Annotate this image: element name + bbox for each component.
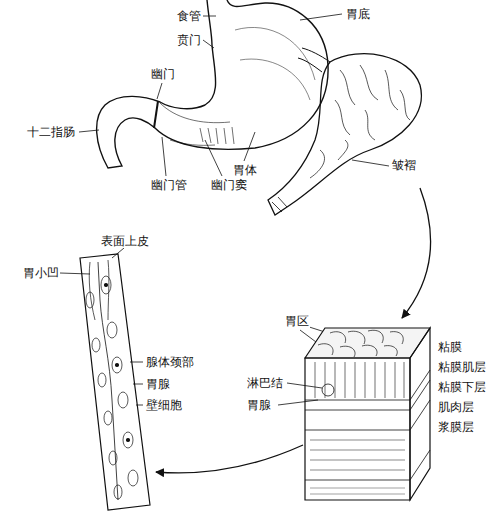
leader-line xyxy=(300,14,342,20)
part-label: 幽门窦 xyxy=(210,178,248,192)
tissue-block xyxy=(315,362,404,398)
part-label: 贲门 xyxy=(176,33,202,47)
part-label: 淋巴结 xyxy=(246,376,284,390)
stomach-outline xyxy=(200,127,234,144)
gastric-gland xyxy=(127,439,130,442)
part-label: 壁细胞 xyxy=(145,398,183,412)
gastric-gland xyxy=(105,284,108,287)
tissue-block xyxy=(322,384,334,396)
part-label: 食管 xyxy=(176,9,202,23)
part-label: 表面上皮 xyxy=(100,234,150,248)
gastric-gland xyxy=(114,485,122,499)
part-label: 胃腺 xyxy=(145,377,171,391)
gastric-gland xyxy=(116,364,119,367)
stomach-outline xyxy=(97,0,328,168)
tissue-block xyxy=(305,370,430,480)
leader-line xyxy=(203,16,216,17)
tissue-block xyxy=(310,440,405,470)
gastric-gland xyxy=(80,254,150,510)
gastric-gland xyxy=(112,357,122,373)
gastric-gland xyxy=(109,451,117,465)
tissue-block xyxy=(305,358,410,500)
leader-line xyxy=(157,83,162,99)
gastric-gland xyxy=(107,322,117,338)
gastric-gland xyxy=(98,262,118,500)
stomach-outline xyxy=(160,103,230,123)
tissue-block xyxy=(305,328,430,500)
leader-line xyxy=(79,130,99,132)
flow-arrow xyxy=(156,445,303,473)
part-label: 十二指肠 xyxy=(26,125,76,139)
leader-line xyxy=(162,137,166,176)
gastric-gland xyxy=(118,392,128,408)
flow-arrow xyxy=(402,188,431,318)
leader-line xyxy=(205,140,222,176)
leader-line xyxy=(244,132,255,161)
leader-line xyxy=(278,400,318,405)
gastric-gland xyxy=(89,260,109,320)
tissue-block xyxy=(318,330,403,357)
tissue-block xyxy=(305,328,430,358)
gastric-gland xyxy=(86,292,94,308)
part-label: 胃底 xyxy=(345,7,371,21)
opened-stomach xyxy=(298,48,330,72)
part-label: 幽门管 xyxy=(150,178,188,192)
part-label: 皱褶 xyxy=(391,158,417,172)
opened-stomach xyxy=(272,197,287,212)
stomach-outline xyxy=(154,101,158,128)
tissue-block xyxy=(410,328,430,500)
part-label: 胃体 xyxy=(232,163,258,177)
leader-line xyxy=(352,160,389,166)
stomach-outline xyxy=(240,59,310,100)
stomach-outline xyxy=(97,0,328,168)
gastric-gland xyxy=(128,470,138,486)
part-label: 粘膜 xyxy=(437,340,463,354)
part-label: 肌肉层 xyxy=(437,400,475,414)
stomach-outline xyxy=(170,140,215,145)
part-label: 粘膜下层 xyxy=(437,380,487,394)
part-label: 胃腺 xyxy=(246,398,272,412)
opened-stomach xyxy=(268,48,421,215)
part-label: 粘膜肌层 xyxy=(437,360,487,374)
gastric-gland xyxy=(101,276,111,294)
opened-stomach xyxy=(268,54,421,215)
leader-line xyxy=(60,273,90,274)
part-label: 胃区 xyxy=(284,314,310,328)
leader-line xyxy=(203,40,214,48)
part-label: 腺体颈部 xyxy=(145,355,195,369)
gastric-gland xyxy=(92,338,100,352)
part-label: 胃小凹 xyxy=(22,266,60,280)
gastric-gland xyxy=(123,432,133,448)
part-label: 浆膜层 xyxy=(437,420,475,434)
gastric-gland xyxy=(80,254,150,510)
tissue-block xyxy=(310,488,405,494)
part-label: 幽门 xyxy=(150,67,176,81)
gastric-gland xyxy=(98,373,106,387)
gastric-gland xyxy=(104,411,112,425)
stomach-outline xyxy=(235,27,315,80)
